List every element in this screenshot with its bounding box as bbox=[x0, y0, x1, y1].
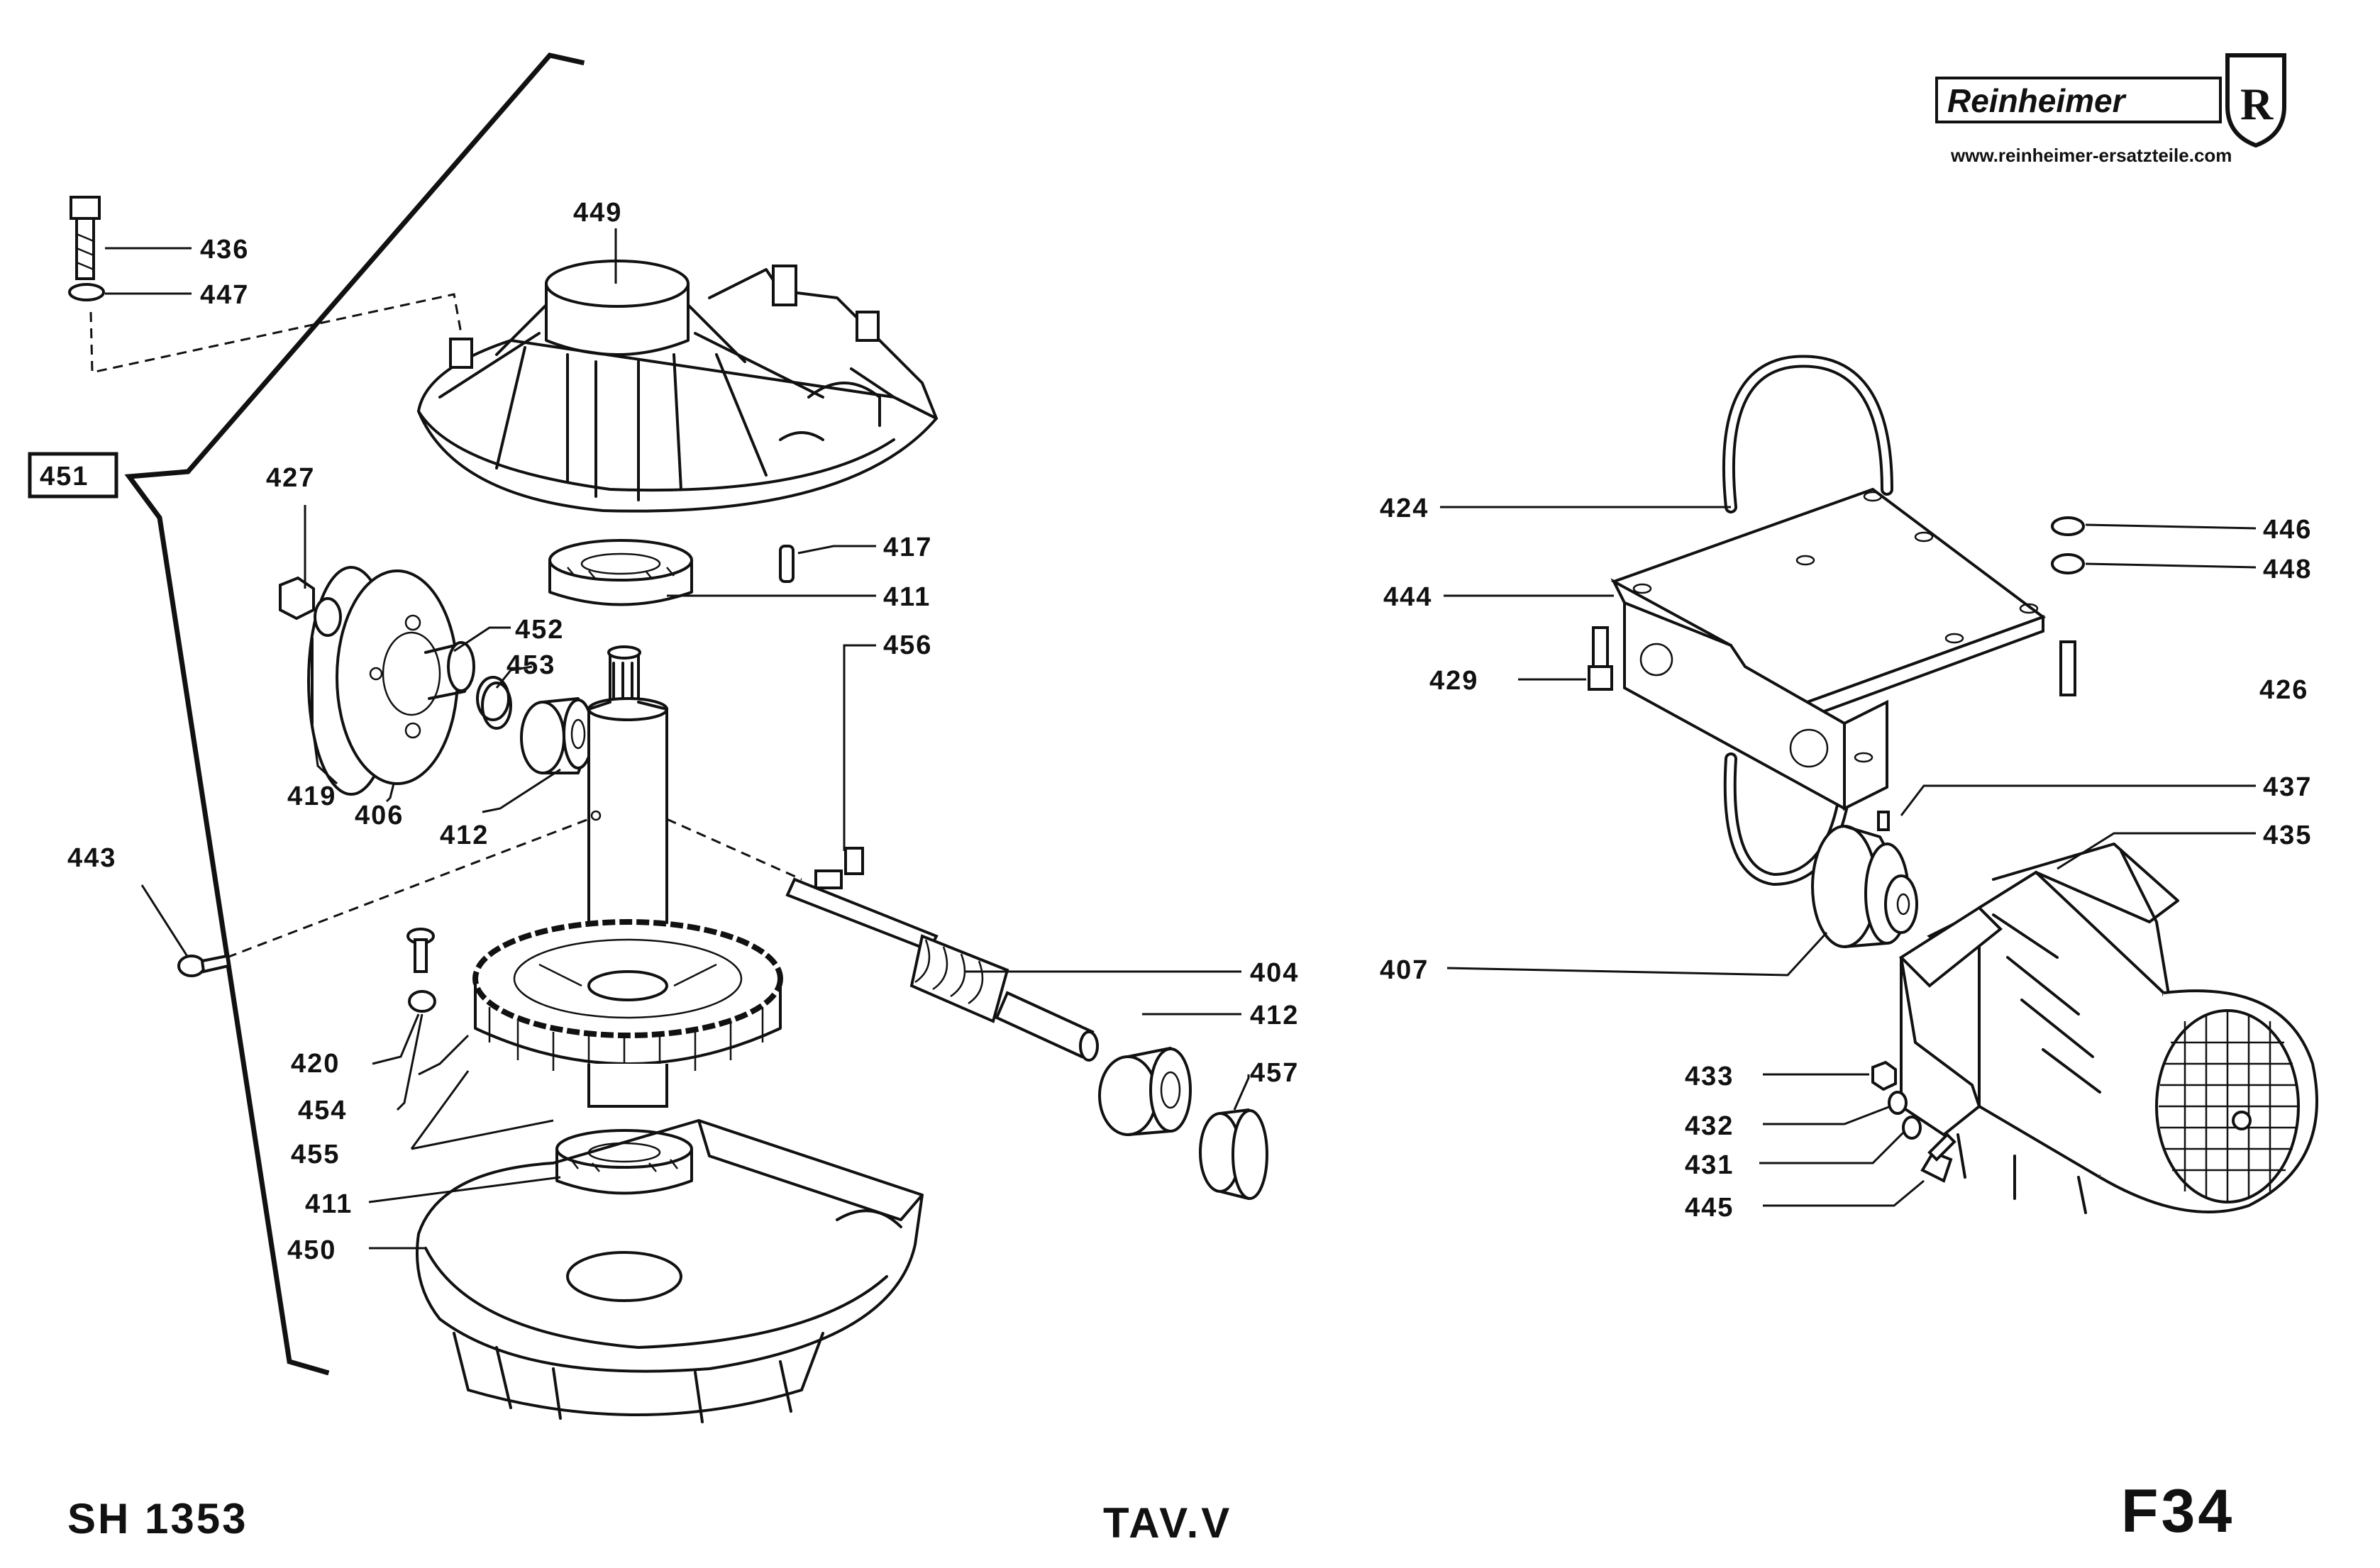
bolt-429 bbox=[1588, 626, 1613, 691]
label-420: 420 bbox=[291, 1049, 340, 1079]
motor-drive-assembly bbox=[1588, 355, 2318, 1214]
label-457: 457 bbox=[1250, 1058, 1299, 1088]
label-456: 456 bbox=[883, 630, 932, 660]
label-445: 445 bbox=[1685, 1193, 1734, 1223]
main-shaft bbox=[587, 645, 668, 945]
logo-frame bbox=[1935, 77, 2222, 123]
part-labels: 436 447 449 427 417 411 452 453 456 419 … bbox=[67, 198, 2312, 1265]
motor-fan-grille bbox=[2159, 1011, 2298, 1202]
key-456 bbox=[814, 869, 843, 889]
group-label: 451 bbox=[40, 462, 89, 491]
cap-457 bbox=[1199, 1108, 1268, 1200]
motor-pulley-407 bbox=[1811, 825, 1918, 948]
worm-gear bbox=[472, 919, 783, 1108]
worm-shaft-404 bbox=[785, 869, 1099, 1062]
stud-426 bbox=[2059, 640, 2076, 696]
label-411-bottom: 411 bbox=[305, 1189, 353, 1219]
bolt-436 bbox=[70, 196, 101, 280]
footer-left-code: SH 1353 bbox=[67, 1495, 248, 1542]
label-450: 450 bbox=[287, 1235, 336, 1265]
logo-name: Reinheimer bbox=[1947, 82, 2127, 119]
label-426: 426 bbox=[2259, 675, 2308, 705]
nut-427 bbox=[279, 576, 315, 621]
label-417: 417 bbox=[883, 533, 932, 562]
logo-emblem-letter: R bbox=[2240, 79, 2274, 129]
label-406: 406 bbox=[355, 801, 404, 830]
label-431: 431 bbox=[1685, 1150, 1734, 1180]
label-427: 427 bbox=[266, 463, 315, 493]
motor-bracket-444 bbox=[1610, 487, 2047, 811]
hub-452 bbox=[424, 641, 510, 721]
label-452: 452 bbox=[515, 615, 564, 645]
label-449: 449 bbox=[573, 198, 622, 228]
gear-housing-assembly bbox=[68, 196, 1268, 1423]
bearing-411-bottom bbox=[555, 1129, 693, 1195]
label-455: 455 bbox=[291, 1140, 340, 1169]
label-436: 436 bbox=[200, 235, 249, 265]
label-437: 437 bbox=[2263, 772, 2312, 802]
label-404: 404 bbox=[1250, 958, 1299, 988]
label-446: 446 bbox=[2263, 515, 2312, 545]
label-448: 448 bbox=[2263, 555, 2312, 584]
label-407: 407 bbox=[1380, 955, 1429, 985]
brand-url: www.reinheimer-ersatzteile.com bbox=[1950, 145, 2232, 166]
screw-443 bbox=[177, 954, 231, 977]
label-432: 432 bbox=[1685, 1111, 1734, 1141]
electric-motor-435 bbox=[1898, 843, 2318, 1214]
pin-417 bbox=[779, 545, 795, 583]
washer-454 bbox=[408, 990, 436, 1013]
bottom-housing-450 bbox=[416, 1119, 924, 1423]
bolt-445 bbox=[1920, 1133, 1956, 1183]
label-419: 419 bbox=[287, 782, 336, 811]
footer-right-code: F34 bbox=[2121, 1477, 2235, 1545]
washer-427 bbox=[314, 597, 342, 637]
label-412-left: 412 bbox=[440, 821, 489, 850]
nut-433 bbox=[1871, 1060, 1897, 1091]
label-444: 444 bbox=[1383, 582, 1432, 612]
washer-447 bbox=[68, 283, 105, 301]
bearing-412-left bbox=[520, 697, 594, 774]
screw-420 bbox=[406, 928, 435, 973]
logo-shield bbox=[2225, 53, 2286, 148]
leader-lines bbox=[105, 228, 2257, 1250]
label-443: 443 bbox=[67, 843, 116, 873]
group-label-box bbox=[28, 452, 118, 499]
footer: SH 1353 TAV.V F34 bbox=[67, 1477, 2235, 1547]
group-bracket: 451 bbox=[28, 52, 585, 1376]
label-411-top: 411 bbox=[883, 582, 931, 612]
nut-446 bbox=[2051, 516, 2085, 536]
ring-453 bbox=[481, 682, 512, 730]
washer-431 bbox=[1902, 1116, 1922, 1140]
label-435: 435 bbox=[2263, 821, 2312, 850]
bearing-412-right bbox=[1098, 1047, 1192, 1136]
label-454: 454 bbox=[298, 1096, 347, 1125]
key-456-loose bbox=[844, 847, 864, 875]
label-429: 429 bbox=[1429, 666, 1478, 696]
washer-432 bbox=[1888, 1091, 1908, 1115]
bearing-411-top bbox=[548, 539, 693, 606]
brand-logo: Reinheimer R www.reinheimer-ersatzteile.… bbox=[1935, 53, 2286, 166]
nut-448 bbox=[2051, 553, 2085, 574]
footer-center-code: TAV.V bbox=[1103, 1499, 1232, 1547]
label-447: 447 bbox=[200, 280, 249, 310]
key-437 bbox=[1877, 811, 1890, 831]
label-424: 424 bbox=[1380, 494, 1429, 523]
pulley-406 bbox=[307, 566, 459, 796]
label-412-right: 412 bbox=[1250, 1001, 1299, 1030]
label-433: 433 bbox=[1685, 1062, 1734, 1091]
label-453: 453 bbox=[507, 650, 555, 680]
top-housing-449 bbox=[417, 260, 938, 513]
